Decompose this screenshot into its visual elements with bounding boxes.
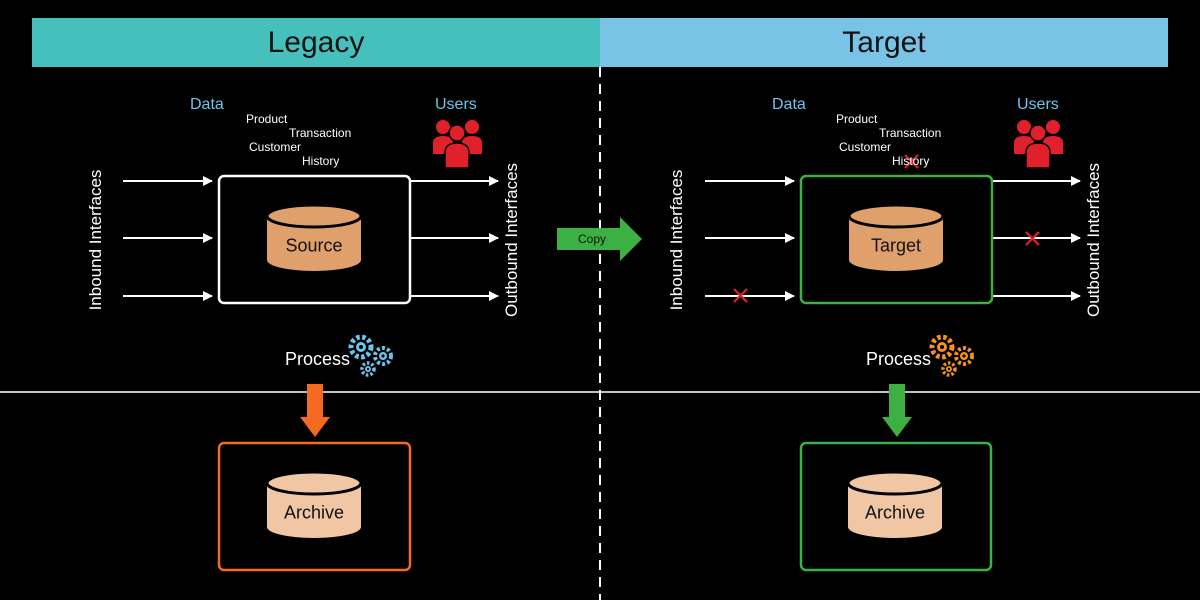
target-archive-box: [799, 441, 993, 572]
legacy-data-item-history: History: [302, 154, 340, 168]
target-outbound-label: Outbound Interfaces: [1084, 162, 1103, 318]
legacy-header-title: Legacy: [267, 25, 365, 59]
target-data-label: Data: [772, 96, 806, 113]
target-database-label: Target: [870, 235, 922, 256]
legacy-gears-icon: [348, 334, 393, 377]
legacy-inbound-arrows: [123, 176, 213, 301]
legacy-data-item-product: Product: [246, 112, 288, 126]
legacy-archive-arrow: [300, 384, 330, 437]
target-users-icon: [1014, 120, 1063, 169]
target-inbound-label: Inbound Interfaces: [667, 169, 686, 311]
source-database-label: Source: [285, 235, 343, 256]
target-data-item-product: Product: [836, 112, 878, 126]
legacy-archive-database-icon: [265, 470, 363, 538]
copy-label: Copy: [577, 232, 607, 246]
legacy-archive-box: [217, 441, 412, 572]
legacy-system-box: [217, 174, 412, 305]
legacy-process-label: Process: [285, 349, 351, 369]
copy-arrow: [557, 217, 642, 261]
target-data-item-transaction: Transaction: [879, 126, 942, 140]
target-header-title: Target: [842, 25, 926, 59]
removed-history-marker: [904, 154, 919, 169]
target-archive-label: Archive: [864, 502, 926, 523]
target-database-icon: [847, 203, 945, 271]
target-data-item-history: History: [892, 154, 930, 168]
legacy-outbound-label: Outbound Interfaces: [502, 162, 521, 318]
legacy-users-icon: [433, 120, 482, 169]
legacy-archive-label: Archive: [283, 502, 345, 523]
target-archive-database-icon: [846, 470, 944, 538]
removed-inbound-marker: [733, 288, 748, 303]
target-gears-icon: [929, 334, 974, 377]
legacy-outbound-arrows: [411, 176, 499, 301]
target-header: Target: [600, 18, 1168, 67]
legacy-data-label: Data: [190, 96, 224, 113]
target-archive-arrow: [882, 384, 912, 437]
target-users-label: Users: [1017, 96, 1059, 113]
legacy-inbound-label: Inbound Interfaces: [86, 169, 105, 311]
source-database-icon: [265, 203, 363, 271]
legacy-header: Legacy: [32, 18, 600, 67]
target-process-label: Process: [866, 349, 932, 369]
target-system-box: [799, 174, 994, 305]
target-outbound-arrows: [993, 176, 1081, 301]
legacy-data-item-transaction: Transaction: [289, 126, 352, 140]
legacy-users-label: Users: [435, 96, 477, 113]
target-inbound-arrows: [705, 176, 795, 301]
removed-outbound-marker: [1025, 231, 1040, 246]
legacy-data-item-customer: Customer: [249, 140, 302, 154]
target-data-item-customer: Customer: [839, 140, 892, 154]
